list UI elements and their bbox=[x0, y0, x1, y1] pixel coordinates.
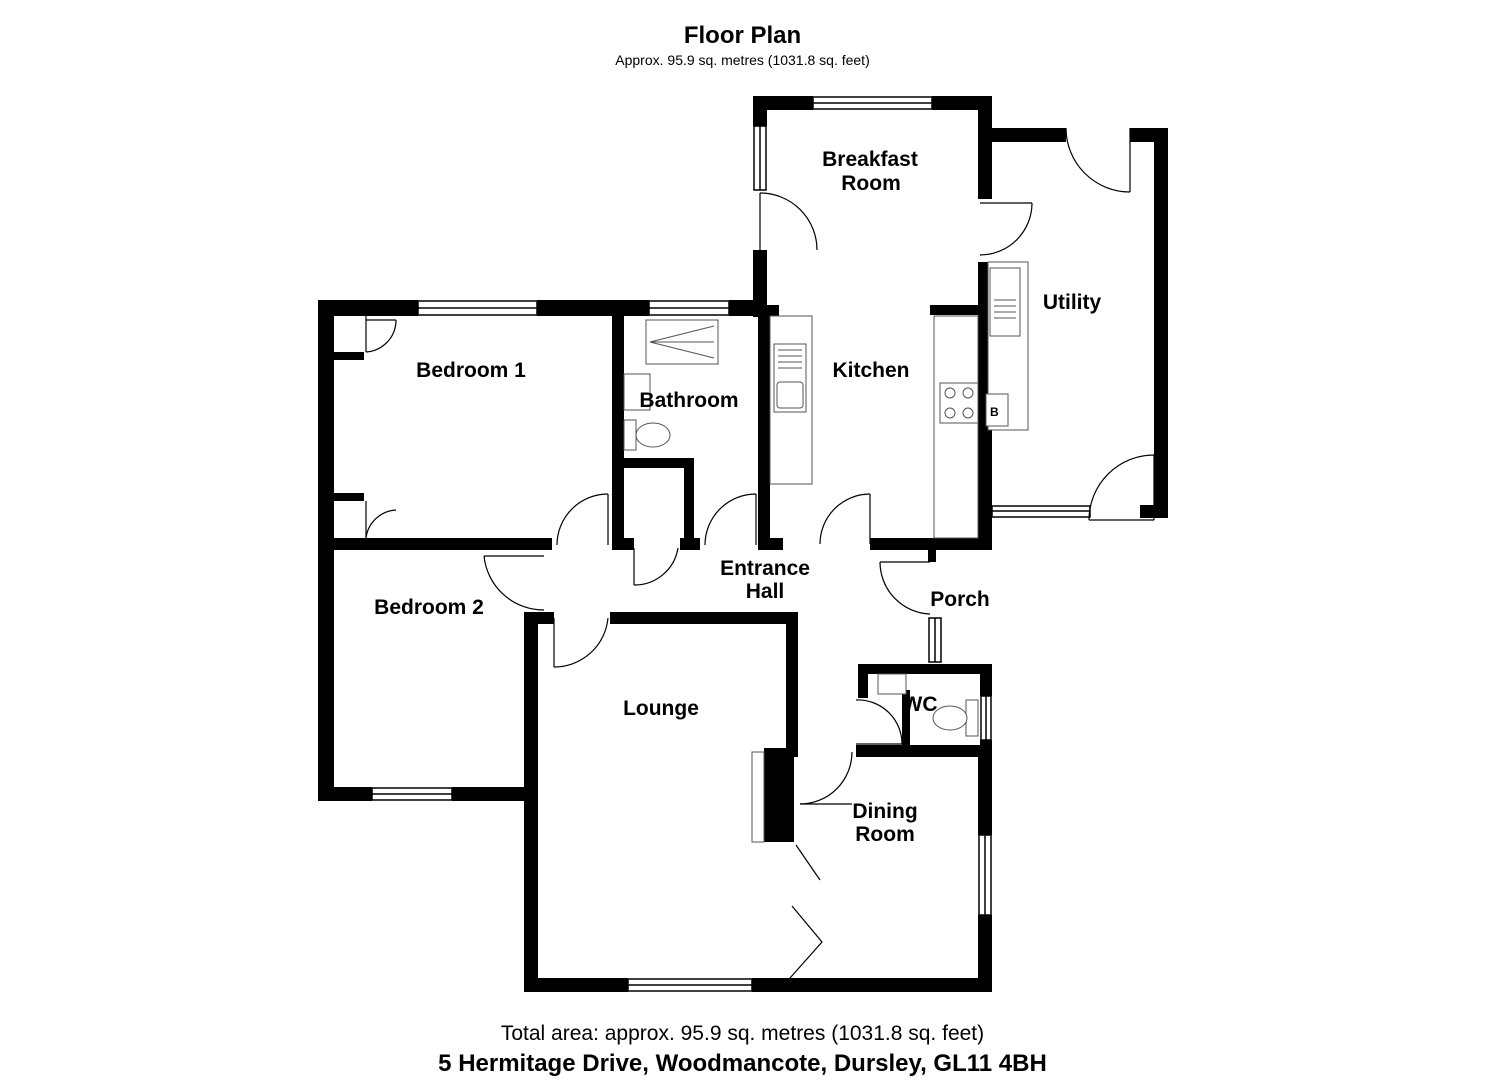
boiler-icon bbox=[985, 393, 1009, 427]
hearth bbox=[751, 751, 765, 843]
label-bedroom-1: Bedroom 1 bbox=[416, 359, 526, 382]
door-breakfast-external bbox=[759, 192, 818, 251]
cupboard-door-bottom bbox=[365, 501, 397, 539]
door-bedroom-2 bbox=[483, 555, 545, 611]
kitchen-worktop-right bbox=[933, 315, 979, 539]
label-bathroom: Bathroom bbox=[639, 389, 738, 412]
utility-sink bbox=[989, 267, 1021, 337]
wc-basin-icon bbox=[877, 673, 907, 695]
fixtures bbox=[623, 261, 1029, 843]
boiler-label: B bbox=[990, 405, 999, 419]
door-utility-bottom bbox=[1088, 454, 1155, 521]
property-address: 5 Hermitage Drive, Woodmancote, Dursley,… bbox=[438, 1050, 1047, 1077]
window-bedroom-2 bbox=[371, 787, 453, 801]
walls bbox=[318, 96, 1168, 992]
door-bathroom bbox=[704, 493, 757, 546]
label-utility: Utility bbox=[1043, 291, 1102, 314]
window-lounge bbox=[627, 978, 753, 992]
label-bedroom-2: Bedroom 2 bbox=[374, 596, 484, 619]
window-bathroom bbox=[648, 300, 730, 316]
door-dining bbox=[799, 751, 853, 805]
label-wc: WC bbox=[903, 693, 938, 716]
door-breakfast-utility bbox=[979, 202, 1033, 256]
door-wc bbox=[855, 699, 903, 745]
windows bbox=[371, 96, 1091, 992]
label-lounge: Lounge bbox=[623, 697, 699, 720]
door-lounge bbox=[553, 617, 609, 668]
door-bedroom-1 bbox=[556, 493, 609, 546]
toilet-cistern bbox=[623, 419, 637, 451]
label-dining-room-line2: Room bbox=[855, 823, 915, 846]
cupboard-door-top bbox=[365, 316, 397, 353]
door-cupboard bbox=[633, 547, 679, 586]
window-porch bbox=[928, 617, 942, 663]
toilet-icon bbox=[635, 422, 671, 448]
label-dining-room-line1: Dining bbox=[852, 800, 917, 823]
door-bifold bbox=[789, 844, 823, 979]
page-subtitle: Approx. 95.9 sq. metres (1031.8 sq. feet… bbox=[615, 52, 870, 68]
window-wc bbox=[980, 695, 992, 741]
basin-icon bbox=[623, 373, 651, 411]
window-dining bbox=[978, 834, 992, 916]
label-porch: Porch bbox=[930, 588, 990, 611]
doors bbox=[365, 127, 1155, 979]
door-porch bbox=[879, 561, 931, 615]
label-breakfast-room-line1: Breakfast bbox=[822, 148, 918, 171]
room-labels: Breakfast Room Utility Bedroom 1 Kitchen… bbox=[374, 148, 1101, 846]
label-entrance-hall-line2: Hall bbox=[746, 580, 785, 603]
window-bedroom-1 bbox=[417, 300, 538, 316]
door-kitchen bbox=[819, 493, 871, 545]
label-breakfast-room-line2: Room bbox=[841, 172, 901, 195]
label-kitchen: Kitchen bbox=[832, 359, 909, 382]
window-utility-bottom bbox=[991, 505, 1091, 518]
page-title: Floor Plan bbox=[683, 22, 802, 49]
hob-icon bbox=[939, 382, 979, 424]
wc-toilet-icon bbox=[932, 705, 968, 731]
door-utility-top bbox=[1065, 127, 1131, 193]
window-breakfast-top bbox=[812, 96, 933, 110]
total-area: Total area: approx. 95.9 sq. metres (103… bbox=[500, 1022, 985, 1045]
window-breakfast-left bbox=[753, 125, 767, 191]
label-entrance-hall-line1: Entrance bbox=[720, 557, 810, 580]
